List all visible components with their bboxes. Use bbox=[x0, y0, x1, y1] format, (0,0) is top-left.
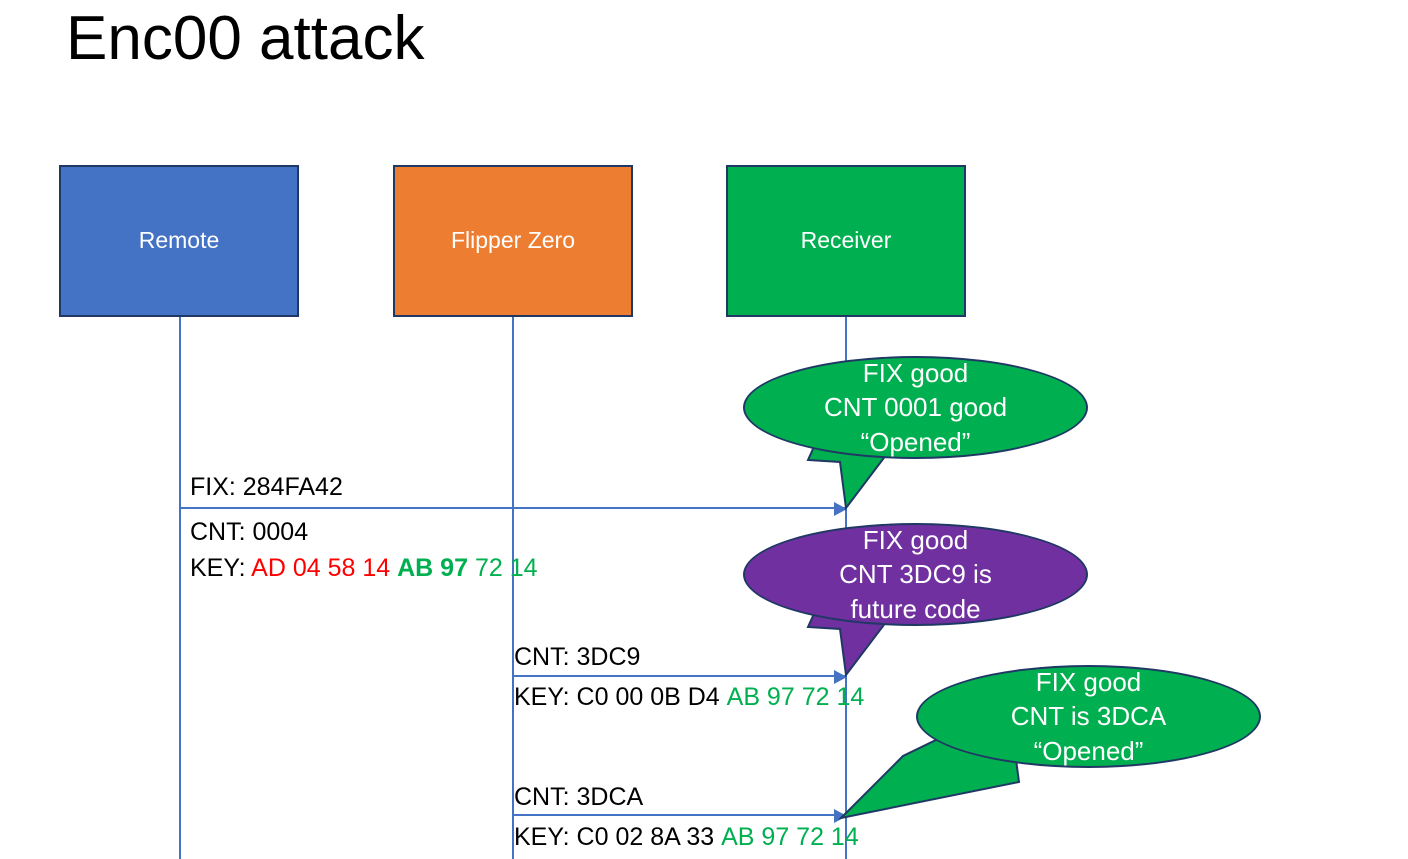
actor-label-receiver: Receiver bbox=[800, 227, 892, 254]
message-3-key-black-bytes: C0 02 8A 33 bbox=[576, 823, 715, 851]
callout-2-line-3: future code bbox=[850, 593, 981, 624]
page-title: Enc00 attack bbox=[66, 4, 425, 73]
message-1-fix-label: FIX: 284FA42 bbox=[190, 473, 343, 501]
message-3-cnt-label: CNT: 3DCA bbox=[514, 783, 644, 811]
callout-2-line-2: CNT 3DC9 is bbox=[839, 559, 992, 590]
message-1-key-green-bold-bytes: AB 97 bbox=[397, 554, 468, 582]
message-1-key-prefix: KEY: bbox=[190, 554, 252, 582]
callout-3-line-2: CNT is 3DCA bbox=[1010, 701, 1167, 732]
actor-box-receiver[interactable]: Receiver bbox=[726, 165, 966, 317]
key-space-3 bbox=[720, 683, 727, 711]
message-3-key-green-bytes: AB 97 72 14 bbox=[721, 823, 859, 851]
message-arrow-flipper-to-receiver-1 bbox=[512, 670, 847, 684]
message-2-key-label: KEY: C0 00 0B D4 AB 97 72 14 bbox=[514, 678, 864, 716]
message-3-key-prefix: KEY: bbox=[514, 823, 577, 851]
callout-bubble-receiver-response-2[interactable]: FIX good CNT 3DC9 is future code bbox=[743, 523, 1088, 678]
message-2-key-green-bytes: AB 97 72 14 bbox=[726, 683, 865, 711]
callout-body-3: FIX good CNT is 3DCA “Opened” bbox=[916, 665, 1261, 768]
lifeline-flipper-zero bbox=[512, 317, 514, 859]
callout-3-line-3: “Opened” bbox=[1033, 735, 1144, 766]
callout-bubble-receiver-response-1[interactable]: FIX good CNT 0001 good “Opened” bbox=[743, 356, 1088, 511]
message-1-key-red-bytes: AD 04 58 14 bbox=[251, 554, 391, 582]
message-1-key-label: KEY: AD 04 58 14 AB 97 72 14 bbox=[190, 549, 538, 587]
lifeline-remote bbox=[179, 317, 181, 859]
callout-1-line-1: FIX good bbox=[862, 358, 969, 389]
message-2-cnt-label: CNT: 3DC9 bbox=[514, 643, 641, 671]
message-3-key-label: KEY: C0 02 8A 33 AB 97 72 14 bbox=[514, 818, 859, 856]
message-1-key-green-bytes: 72 14 bbox=[474, 554, 538, 582]
actor-label-flipper-zero: Flipper Zero bbox=[451, 227, 575, 254]
actor-box-flipper-zero[interactable]: Flipper Zero bbox=[393, 165, 633, 317]
message-2-key-prefix: KEY: bbox=[514, 683, 577, 711]
callout-3-line-1: FIX good bbox=[1035, 667, 1142, 698]
message-arrow-remote-to-receiver bbox=[179, 502, 847, 516]
message-1-cnt-label: CNT: 0004 bbox=[190, 518, 309, 546]
callout-body-2: FIX good CNT 3DC9 is future code bbox=[743, 523, 1088, 626]
message-arrow-flipper-to-receiver-2 bbox=[512, 809, 847, 823]
key-space-2 bbox=[468, 554, 475, 582]
actor-label-remote: Remote bbox=[138, 227, 220, 254]
callout-1-line-2: CNT 0001 good bbox=[823, 392, 1008, 423]
callout-bubble-receiver-response-3[interactable]: FIX good CNT is 3DCA “Opened” bbox=[837, 665, 1261, 820]
callout-1-line-3: “Opened” bbox=[860, 426, 971, 457]
callout-2-line-1: FIX good bbox=[862, 525, 969, 556]
callout-body-1: FIX good CNT 0001 good “Opened” bbox=[743, 356, 1088, 459]
actor-box-remote[interactable]: Remote bbox=[59, 165, 299, 317]
message-2-key-black-bytes: C0 00 0B D4 bbox=[576, 683, 720, 711]
